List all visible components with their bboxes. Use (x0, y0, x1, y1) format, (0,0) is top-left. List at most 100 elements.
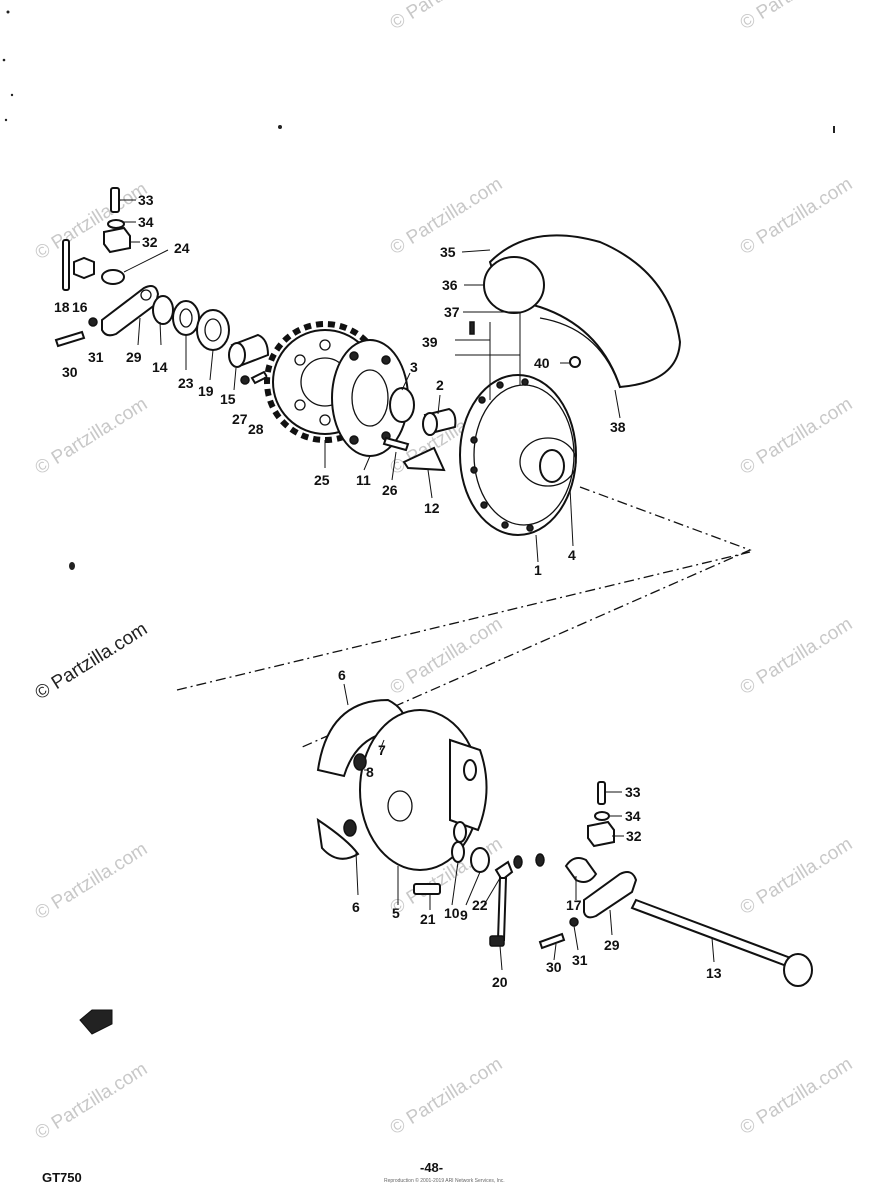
callout-18: 18 (54, 299, 70, 315)
bearing-19 (196, 309, 230, 351)
washer-34 (107, 219, 125, 229)
seal-9 (470, 847, 490, 873)
callout-17: 17 (566, 897, 582, 913)
callout-32: 32 (626, 828, 642, 844)
cam-lever-22 (494, 860, 514, 882)
callout-5: 5 (392, 905, 400, 921)
watermark: © Partzilla.com (737, 834, 857, 920)
callout-25: 25 (314, 472, 330, 488)
brake-panel-5 (343, 709, 488, 871)
washer-10 (451, 841, 465, 863)
nut-31 (88, 317, 98, 327)
watermark: © Partzilla.com (737, 614, 857, 700)
page-number: -48- (420, 1160, 443, 1175)
spacer-17 (564, 857, 598, 883)
watermark: © Partzilla.com (387, 614, 507, 700)
callout-33: 33 (625, 784, 641, 800)
damper-12 (402, 446, 446, 472)
leader-lines (120, 199, 715, 971)
nut-31 (569, 917, 579, 927)
washer-34 (594, 811, 610, 821)
callout-33: 33 (138, 192, 154, 208)
watermark: © Partzilla.com (32, 1059, 152, 1145)
callout-6: 6 (352, 899, 360, 915)
adjuster-block-32 (103, 226, 131, 254)
callout-4: 4 (568, 547, 576, 563)
bearing-3 (389, 387, 415, 423)
callout-19: 19 (198, 383, 214, 399)
callout-labels: 33 34 32 24 18 16 29 14 23 19 15 27 28 3… (54, 192, 722, 990)
spacer-14 (152, 295, 174, 325)
callout-2: 2 (436, 377, 444, 393)
callout-21: 21 (420, 911, 436, 927)
bolt-30 (54, 330, 86, 348)
callout-24: 24 (174, 240, 190, 256)
lower-assembly (79, 698, 813, 1035)
callout-39: 39 (422, 334, 438, 350)
callout-6: 6 (338, 667, 346, 683)
callout-7: 7 (378, 742, 386, 758)
adjuster-block-32 (587, 820, 615, 848)
torque-link-29 (583, 871, 638, 919)
torque-link-29 (101, 285, 160, 337)
sprocket-carrier-11 (331, 339, 409, 457)
callout-12: 12 (424, 500, 440, 516)
brake-arm-20 (496, 877, 508, 941)
callout-23: 23 (178, 375, 194, 391)
watermark: © Partzilla.com (32, 179, 152, 265)
assembly-connector-line (176, 486, 752, 749)
watermark: © Partzilla.com (737, 394, 857, 480)
callout-3: 3 (410, 359, 418, 375)
chain-case-35 (483, 234, 682, 389)
callout-27: 27 (232, 411, 248, 427)
callout-22: 22 (472, 897, 488, 913)
seal-23 (172, 300, 200, 336)
scan-specks (2, 10, 835, 570)
callout-13: 13 (706, 965, 722, 981)
upper-assembly (54, 187, 682, 536)
callout-37: 37 (444, 304, 460, 320)
nut-16 (73, 256, 95, 280)
callout-30: 30 (546, 959, 562, 975)
callout-10: 10 (444, 905, 460, 921)
callout-31: 31 (572, 952, 588, 968)
watermark-layer: © Partzilla.com © Partzilla.com © Partzi… (32, 0, 857, 1144)
callout-28: 28 (248, 421, 264, 437)
front-direction-arrow-icon (79, 1009, 113, 1035)
callout-29: 29 (126, 349, 142, 365)
callout-34: 34 (138, 214, 154, 230)
bolt-26 (382, 436, 410, 452)
brake-shoe-6 (316, 817, 360, 860)
watermark: © Partzilla.com (737, 174, 857, 260)
watermark: © Partzilla.com (387, 1054, 507, 1140)
callout-38: 38 (610, 419, 626, 435)
bolt-18 (62, 239, 70, 291)
callout-31: 31 (88, 349, 104, 365)
callout-40: 40 (534, 355, 550, 371)
model-code: GT750 (42, 1170, 82, 1185)
watermark: © Partzilla.com (737, 0, 857, 34)
callout-29: 29 (604, 937, 620, 953)
callout-16: 16 (72, 299, 88, 315)
pin-37 (469, 321, 475, 335)
watermark: © Partzilla.com (32, 394, 152, 480)
bolt-30 (538, 932, 566, 950)
grommet-40 (569, 356, 581, 368)
washer-24 (101, 269, 125, 285)
callout-1: 1 (534, 562, 542, 578)
callout-26: 26 (382, 482, 398, 498)
watermark: © Partzilla.com (32, 839, 152, 925)
callout-30: 30 (62, 364, 78, 380)
callout-9: 9 (460, 907, 468, 923)
nut-27 (240, 375, 250, 385)
copyright-note: Reproduction © 2001-2019 ARI Network Ser… (384, 1177, 505, 1184)
callout-8: 8 (366, 764, 374, 780)
rear-hub-1 (459, 374, 577, 536)
watermark: © Partzilla.com (387, 0, 507, 34)
callout-35: 35 (440, 244, 456, 260)
bolt-33 (110, 187, 120, 213)
cap-36 (483, 256, 545, 314)
callout-11: 11 (356, 472, 371, 488)
callout-14: 14 (152, 359, 168, 375)
